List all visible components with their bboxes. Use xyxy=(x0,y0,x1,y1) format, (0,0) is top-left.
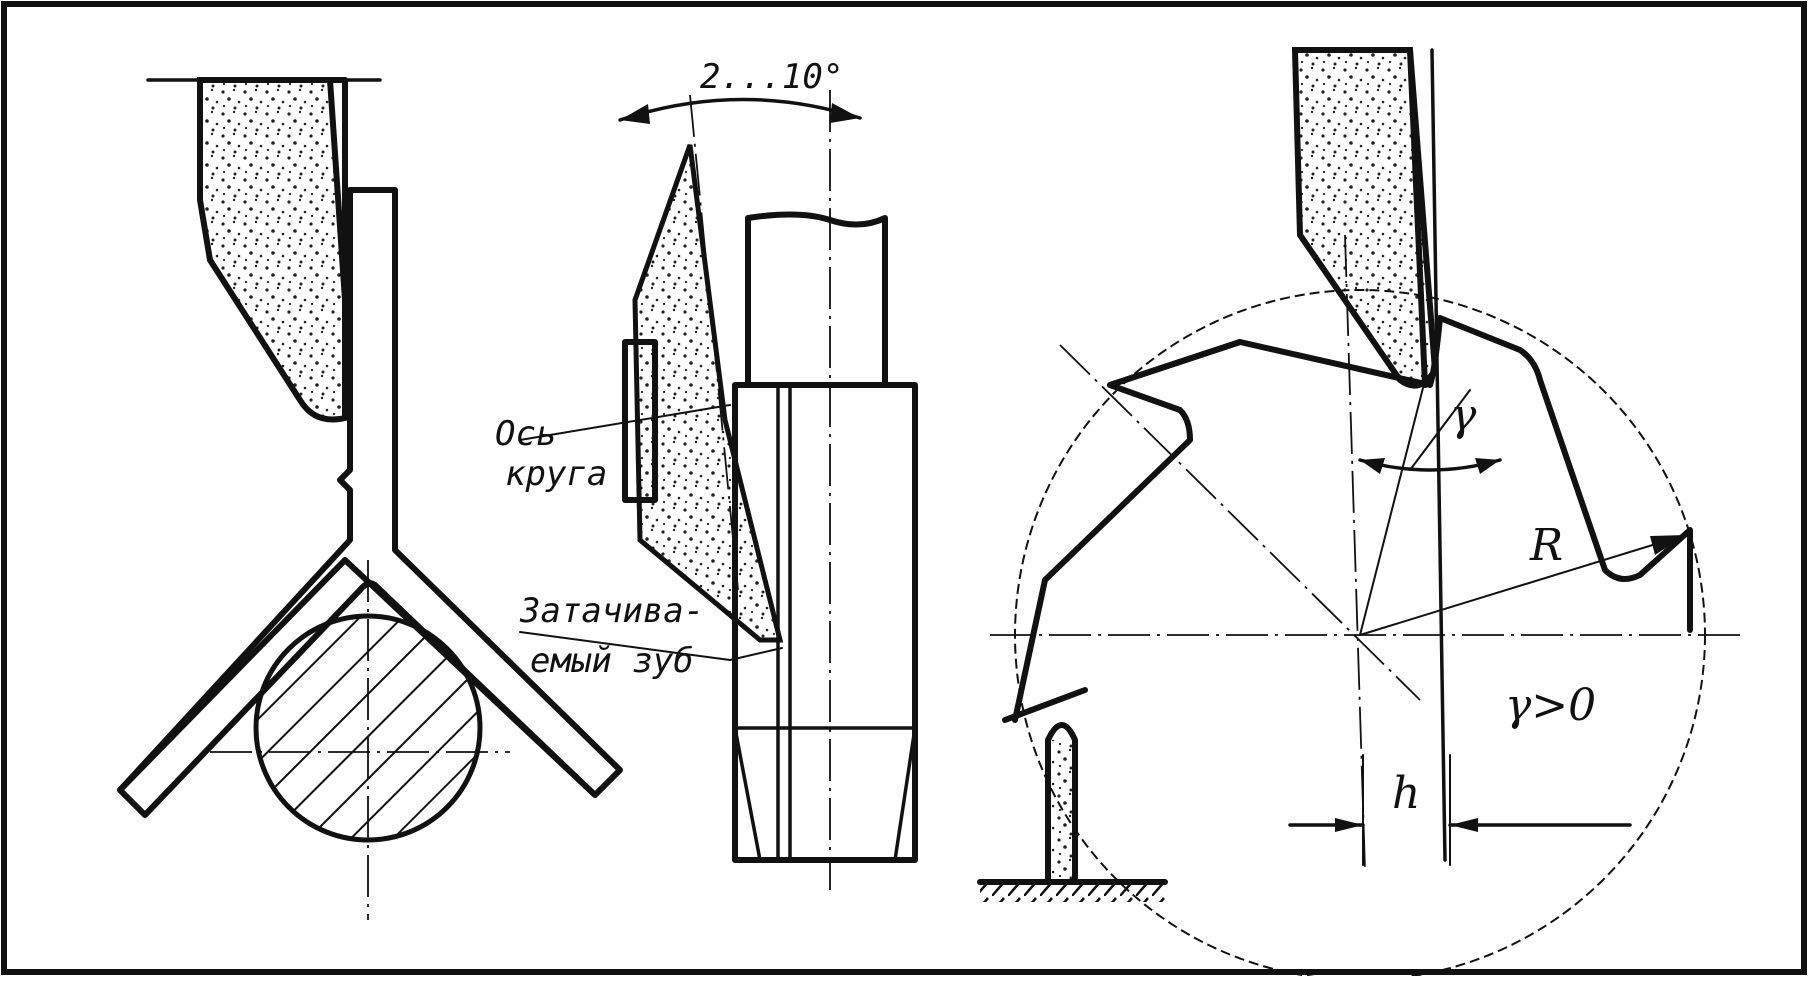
wheel-axis-leader xyxy=(519,404,731,441)
grinding-wheel-middle xyxy=(632,144,784,643)
rake-angle-label: γ xyxy=(1450,390,1477,441)
cutter-teeth xyxy=(1012,315,1693,723)
wheel-axis-label-line2: круга xyxy=(505,454,607,494)
grinding-wheel-left xyxy=(197,77,348,423)
figure-middle-side-view: 2...10° Ось круга Затачива- емый зуб xyxy=(495,57,918,890)
cutter-body xyxy=(732,382,918,863)
cutter-blade-left xyxy=(117,187,363,818)
figure-right-front-view: R γ h γ>0 xyxy=(977,47,1740,981)
wheel-hub xyxy=(622,339,658,503)
support-pin xyxy=(1045,722,1078,883)
angle-label: 2...10° xyxy=(700,57,843,97)
figure-left-prism-setup xyxy=(117,77,623,920)
ground-hatch xyxy=(980,884,1165,902)
tooth-label-line1: Затачива- xyxy=(519,591,704,631)
tooth-label-line2: емый зуб xyxy=(530,641,694,681)
radius-label: R xyxy=(1529,520,1563,571)
tooth-leader xyxy=(519,631,783,661)
offset-h-label: h xyxy=(1392,768,1420,819)
v-prism xyxy=(117,557,598,798)
condition-label: γ>0 xyxy=(1505,680,1596,731)
wheel-axis-label-line1: Ось xyxy=(495,414,556,454)
